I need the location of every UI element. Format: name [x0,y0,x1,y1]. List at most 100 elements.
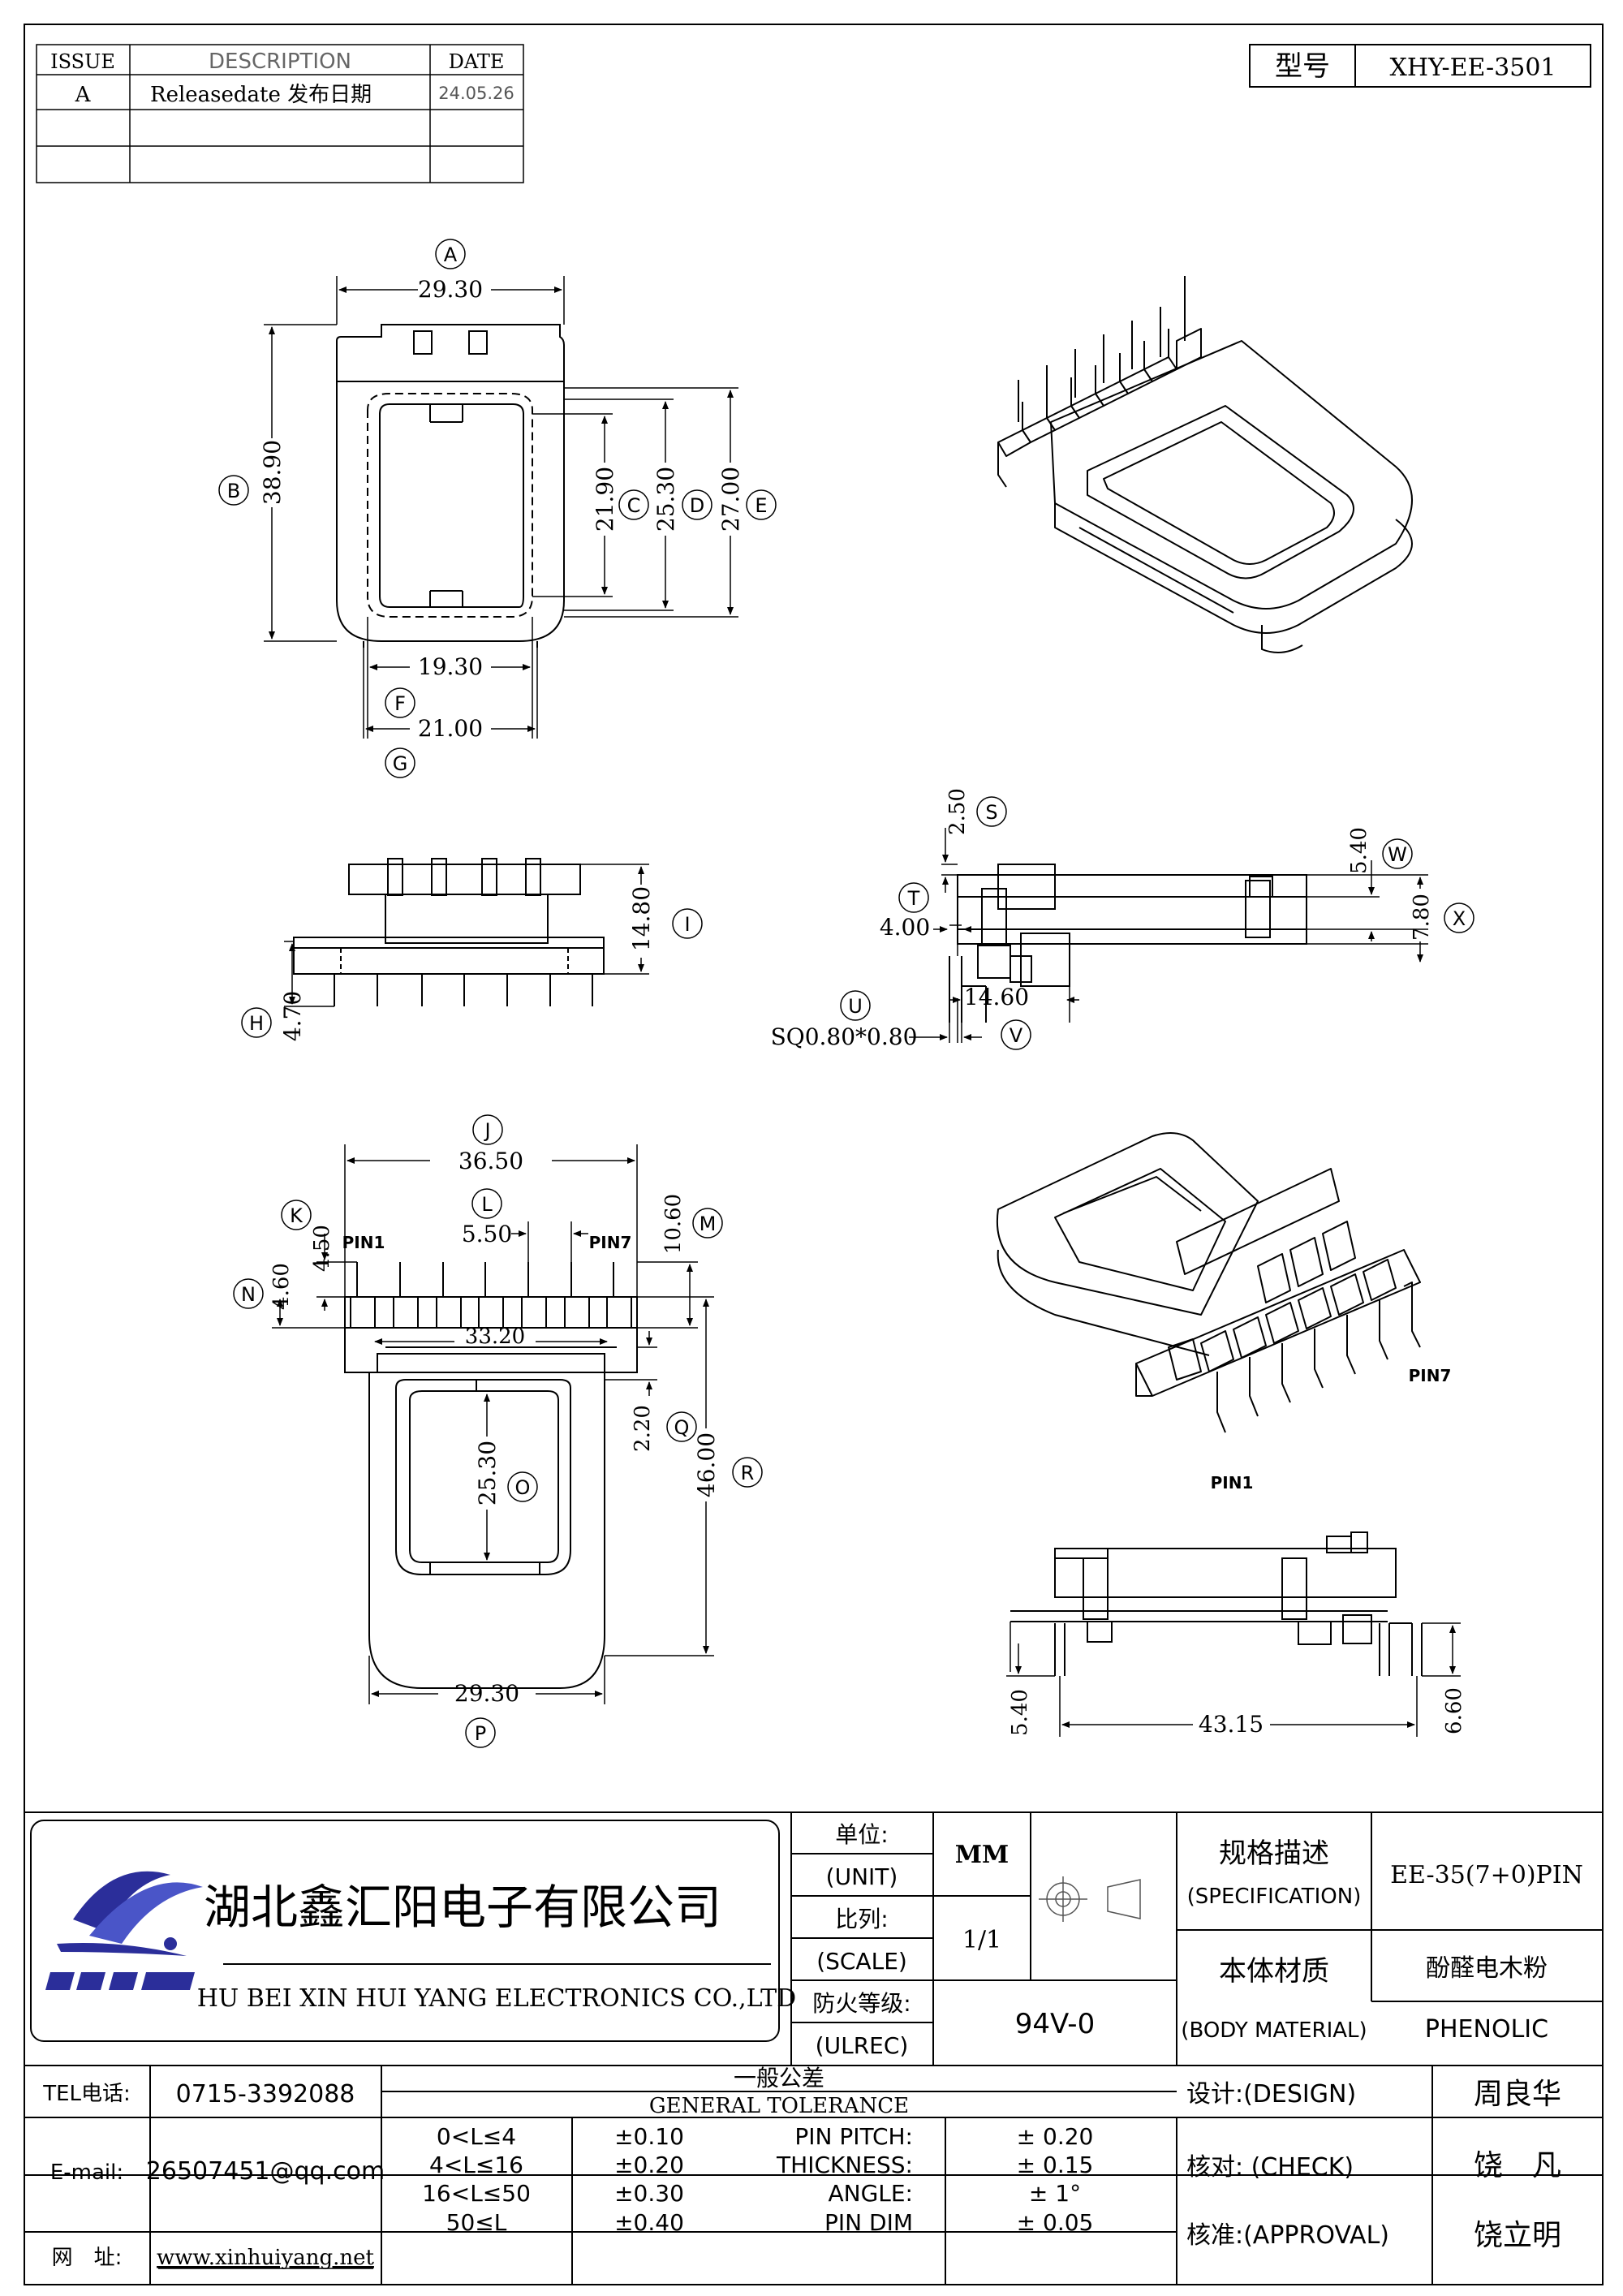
dim-side-h1-value: 5.40 [1008,1689,1032,1736]
fire-rating-value: 94V-0 [1015,2008,1095,2040]
spec-value: EE-35(7+0)PIN [1390,1861,1583,1889]
dim-v-value: 14.60 [964,984,1029,1010]
callout-circles [218,239,1474,1748]
tolerance-ranges: 0<L≤4 ±0.10 4<L≤16 ±0.20 16<L≤50 ±0.30 5… [422,2123,684,2236]
material-value-cn: 酚醛电木粉 [1426,1954,1548,1983]
dim-d-value: 25.30 [652,467,679,532]
fire-rating-cn: 防火等级: [812,1990,911,2017]
spec-name-4: PIN DIM [824,2209,913,2236]
tol-range-3: 16<L≤50 [422,2180,531,2207]
dim-a-value: 29.30 [418,276,483,303]
callout-p: P [475,1722,486,1745]
tol-value-2: ±0.20 [614,2152,684,2178]
scale-en: (SCALE) [816,1948,907,1975]
callout-e: E [755,494,767,517]
rev-row-description: Releasedate 发布日期 [150,83,372,107]
callout-r: R [741,1462,755,1484]
callout-f: F [394,692,406,715]
pin7-label-bottom: PIN7 [589,1233,632,1252]
rev-header-date: DATE [449,50,505,73]
model-label: 型号 [1275,50,1330,83]
signoff-design-name: 周良华 [1474,2078,1561,2111]
dim-f-value: 19.30 [418,653,483,680]
callout-l: L [481,1193,493,1216]
callout-b: B [227,480,240,502]
dim-r-value: 46.00 [693,1432,720,1497]
callout-a: A [444,243,458,266]
dim-l-value: 5.50 [462,1221,512,1247]
projection-symbol [1039,1876,1141,1922]
pin7-label-iso: PIN7 [1409,1366,1452,1385]
material-en: (BODY MATERIAL) [1181,2018,1367,2043]
unit-en: (UNIT) [826,1863,898,1890]
tol-range-2: 4<L≤16 [429,2152,523,2178]
dim-e-value: 27.00 [717,467,744,532]
tel-label: TEL电话: [42,2082,131,2106]
spec-name-2: THICKNESS: [776,2152,913,2178]
spec-cn: 规格描述 [1219,1837,1329,1870]
top-view-drawing [336,324,565,648]
dim-c-value: 21.90 [592,467,618,532]
unit-cn: 单位: [835,1821,888,1848]
dim-o-value: 25.30 [474,1441,501,1506]
dim-n-value: 4.60 [269,1263,294,1310]
isometric-top-drawing [997,276,1413,653]
company-name-cn: 湖北鑫汇阳电子有限公司 [204,1880,721,1935]
model-box [1249,44,1591,88]
isometric-bottom-drawing [996,1132,1421,1433]
dim-w-value: 5.40 [1347,827,1371,874]
callout-k: K [290,1204,304,1227]
spec-tol-2: ± 0.15 [1017,2152,1094,2178]
callout-h: H [249,1012,264,1035]
pin1-label-bottom: PIN1 [342,1233,385,1252]
dim-side-w-value: 43.15 [1199,1711,1264,1738]
scale-cn: 比列: [835,1906,888,1932]
callout-u: U [848,995,863,1018]
signoff-approval-name: 饶立明 [1474,2219,1561,2252]
tol-value-3: ±0.30 [614,2180,684,2207]
front-view-drawing [293,858,605,1006]
rev-header-issue: ISSUE [50,50,115,73]
spec-tol-3: ± 1° [1029,2180,1081,2207]
company-logo [45,1871,203,1990]
rev-header-description: DESCRIPTION [209,50,351,74]
side-view-dims [909,828,1428,1043]
front-view-dims [284,864,649,1007]
top-view-dims [264,276,738,739]
callout-c: C [627,494,641,517]
spec-name-1: PIN PITCH: [794,2123,913,2150]
callout-j: J [483,1119,490,1142]
callout-o: O [515,1476,531,1499]
callout-v: V [1010,1024,1023,1047]
callout-n: N [241,1283,256,1306]
tol-value-1: ±0.10 [614,2123,684,2150]
web-label: 网 址: [52,2246,123,2270]
dim-p-value: 29.30 [454,1680,519,1707]
material-cn: 本体材质 [1219,1955,1329,1988]
rev-row-issue: A [75,83,92,107]
spec-tol-4: ± 0.05 [1017,2209,1094,2236]
signoff-check-name: 饶 凡 [1474,2149,1561,2182]
callout-d: D [690,494,704,517]
web-value[interactable]: www.xinhuiyang.net [157,2246,374,2270]
spec-tol-1: ± 0.20 [1017,2123,1094,2150]
bottom-view-dims [272,1144,714,1704]
tol-range-4: 50≤L [446,2209,507,2236]
signoff-design-label: 设计:(DESIGN) [1186,2080,1356,2109]
lower-side-view-dims [1006,1622,1461,1737]
model-value: XHY-EE-3501 [1389,54,1556,82]
callout-t: T [907,887,920,910]
dim-side-h2-value: 6.60 [1442,1687,1466,1734]
callout-q: Q [674,1416,690,1439]
email-label: E-mail: [50,2160,123,2185]
signoff-approval-label: 核准:(APPROVAL) [1186,2221,1389,2250]
material-value-en: PHENOLIC [1425,2015,1548,2044]
signoff-check-label: 核对: (CHECK) [1186,2153,1354,2182]
callout-g: G [393,752,408,775]
callout-i: I [684,913,690,936]
dim-bottom-width-value: 33.20 [465,1325,525,1349]
dim-m-value: 10.60 [661,1194,686,1254]
tol-range-1: 0<L≤4 [437,2123,516,2150]
title-block-frame [24,1811,1603,2285]
